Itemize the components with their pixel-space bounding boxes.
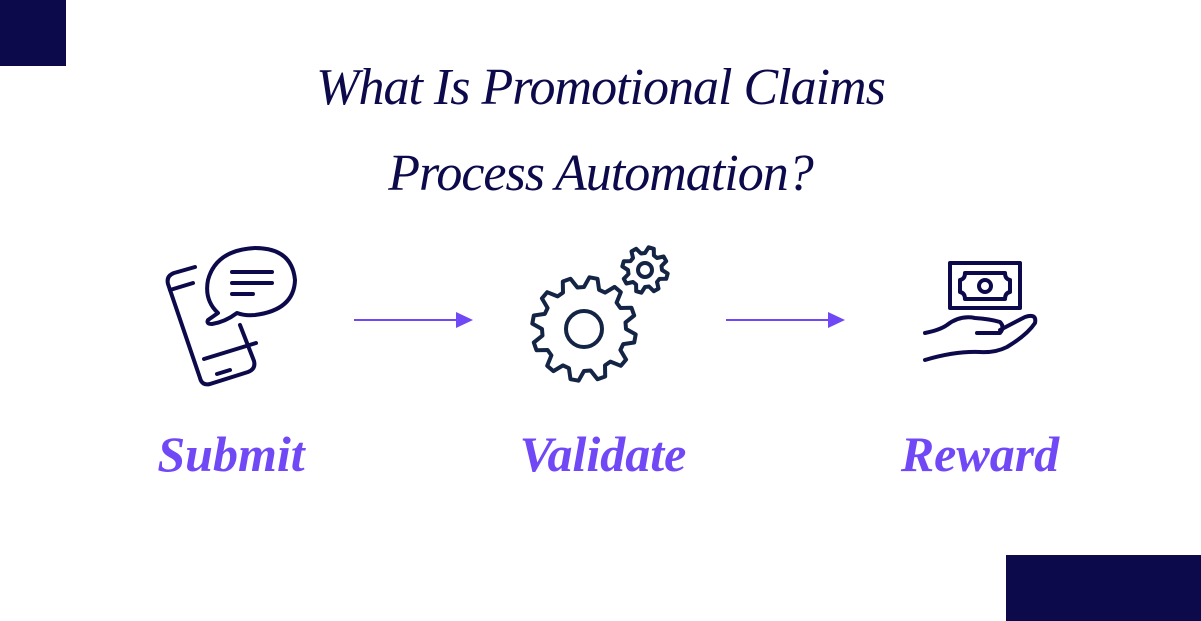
phone-chat-icon [165,246,297,387]
title-line-2: Process Automation? [388,145,813,202]
page-title: What Is Promotional Claims Process Autom… [0,45,1201,217]
arrow-right-icon [354,312,473,328]
decor-square-bottom-right [1006,555,1201,621]
hand-money-icon [923,261,1038,362]
title-line-1: What Is Promotional Claims [316,59,886,116]
large-gear-icon [530,275,638,383]
decor-square-top-left [0,0,66,66]
small-gear-icon [620,245,670,295]
arrow-right-icon [726,312,845,328]
step-label-validate: Validate [519,426,687,482]
step-label-reward: Reward [900,426,1060,482]
step-label-submit: Submit [157,426,305,482]
gears-icon [530,245,670,383]
